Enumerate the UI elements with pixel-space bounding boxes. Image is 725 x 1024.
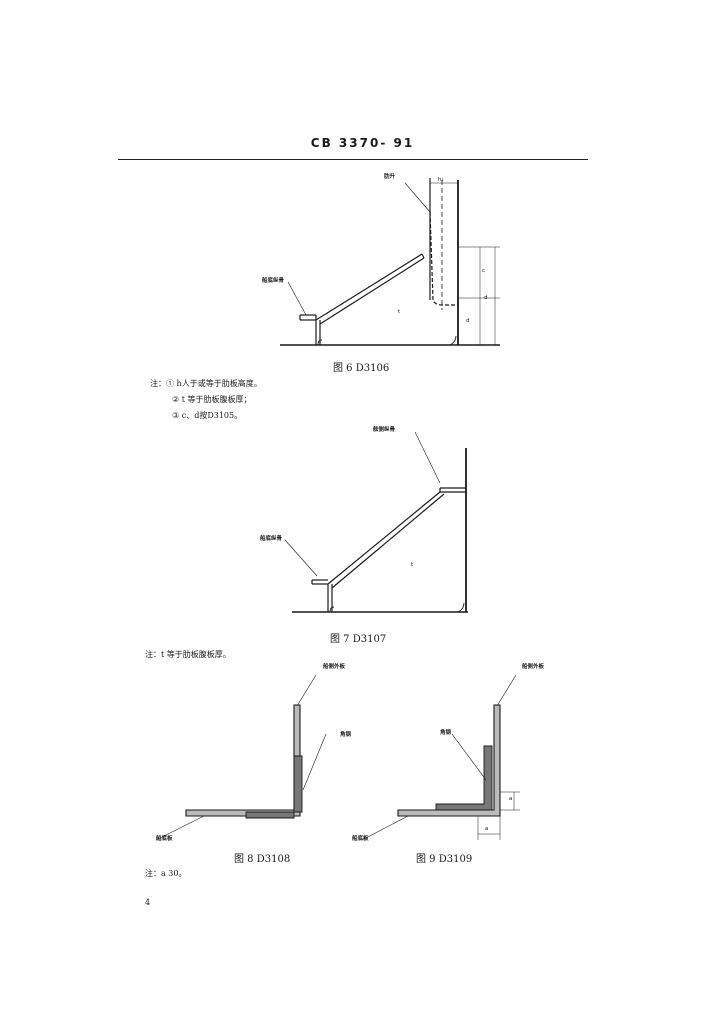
fig7-label-floor-bracket: 船底纵骨 — [260, 536, 283, 542]
header-rule — [118, 159, 588, 160]
fig7-label-side-bracket: 舷侧纵骨 — [373, 427, 396, 433]
fig7-label-t: t — [411, 562, 414, 568]
fig6-label-d2: d — [466, 318, 470, 324]
fig7-drawing — [284, 431, 468, 613]
fig6-label-d: d — [484, 295, 488, 301]
fig6-drawing — [280, 178, 500, 346]
fig6-label-h1: h₁ — [438, 177, 444, 183]
fig9-label-a2: a — [485, 826, 489, 832]
fig6-label-floor-bracket: 船底纵骨 — [262, 278, 285, 284]
footer-note: 注：a 30。 — [145, 869, 187, 878]
page-number: 4 — [145, 898, 151, 907]
fig8-label-angle: 角钢 — [340, 732, 352, 738]
fig6-note-1: 注：① h人于或等于肋板高度。 — [150, 379, 262, 388]
fig6-label-t: t — [398, 309, 401, 315]
fig9-label-a1: a — [509, 796, 513, 802]
fig7-caption: 图 7 D3107 — [330, 634, 387, 645]
fig6-note-3: ③ c、d按D3105。 — [172, 411, 243, 420]
fig8-label-side-plate: 船侧外板 — [323, 664, 346, 670]
fig6-label-c: c — [482, 268, 486, 274]
fig9-label-side-plate: 船侧外板 — [522, 664, 545, 670]
fig9-label-bottom-plate: 船底板 — [352, 836, 369, 842]
standard-code-header: CB 3370- 91 — [310, 136, 415, 150]
fig9-caption: 图 9 D3109 — [416, 854, 473, 865]
fig9-label-angle: 角钢 — [440, 730, 452, 736]
fig8-drawing — [155, 674, 327, 841]
fig6-caption: 图 6 D3106 — [333, 363, 390, 374]
fig6-label-bracket: 肋升 — [384, 174, 396, 180]
fig7-note: 注：t 等于肋板腹板厚。 — [145, 650, 231, 659]
fig6-note-2: ② t 等于肋板腹板厚； — [172, 395, 252, 404]
fig8-caption: 图 8 D3108 — [234, 854, 291, 865]
fig9-drawing — [361, 674, 520, 841]
fig8-label-bottom-plate: 船底板 — [156, 836, 173, 842]
